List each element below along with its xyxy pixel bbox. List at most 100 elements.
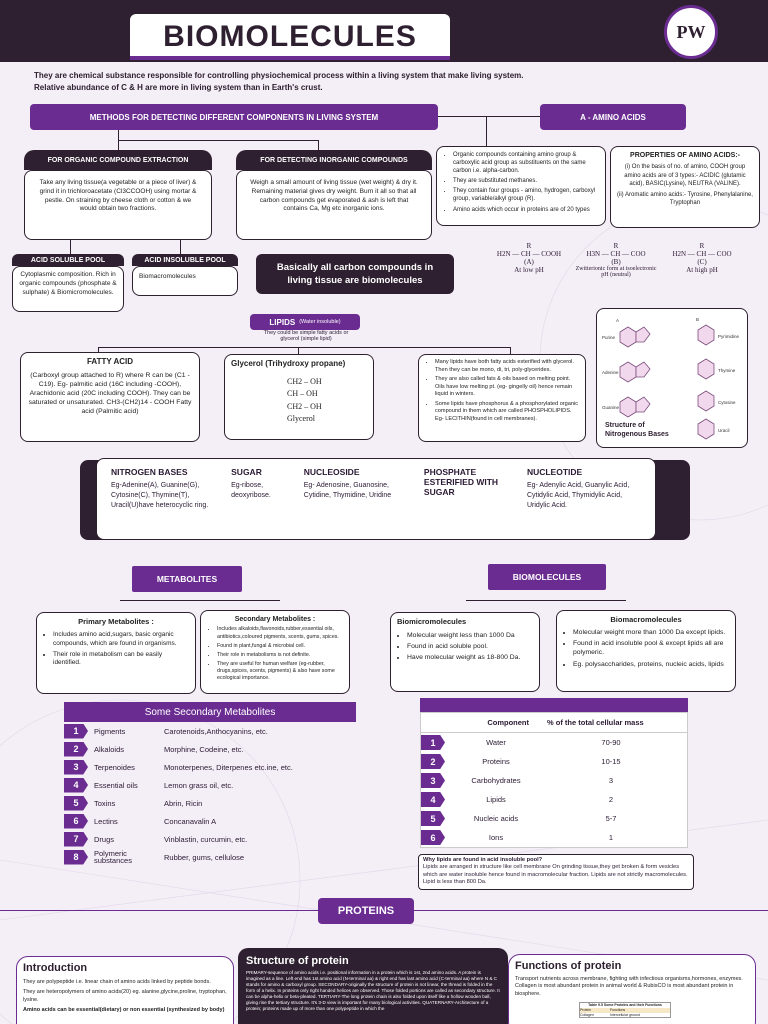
row-name: Proteins [482,757,510,766]
amino-properties-1: (i) On the basis of no. of amino, COOH g… [624,164,746,187]
list-item: They are also called fats & oils based o… [435,376,579,399]
row-number: 7 [64,831,88,847]
structure-r-group: R [526,242,532,250]
structure-of-protein-text: PRIMARY-sequence of amino acids i.e. pos… [246,970,500,1012]
connector-line [438,116,540,117]
functions-mini-table: Table 9.5 Some Proteins and their Functi… [579,1002,671,1019]
list-item: They contain four groups - amino, hydrog… [453,187,599,203]
row-number: 4 [64,777,88,793]
list-item: Eg. polysaccharides, proteins, nucleic a… [573,660,729,669]
functions-of-protein-card: Functions of protein Transport nutrients… [508,954,756,1024]
row-name: Alkaloids [94,744,125,754]
structure-of-protein-card: Structure of protein PRIMARY-sequence of… [238,948,508,1024]
list-item: Found in acid soluble pool. [407,642,533,651]
functions-table-title: Table 9.5 Some Proteins and their Functi… [588,1003,662,1008]
lipid-points-card: Many lipids have both fatty acids esteri… [418,354,586,442]
connector-line [98,347,510,348]
nitro-label: Guanine [602,405,620,410]
row-example: Concanavalin A [164,816,217,826]
intro-line: They are polypeptide i.e. linear chain o… [23,978,211,985]
list-item: Amino acids which occur in proteins are … [453,206,599,214]
intro-line: Amino acids can be essential(dietary) or… [23,1007,225,1014]
phosphate-col: PHOSPHATE ESTERIFIED WITH SUGAR [424,467,519,531]
row-example: Rubber, gums, cellulose [164,852,245,862]
row-name: Water [486,738,506,747]
nitrogen-bases-col: NITROGEN BASES Eg-Adenine(A), Guanine(G)… [111,467,223,531]
row-name: Pigments [94,726,126,736]
glycerol-line: CH2 – OH [287,401,322,411]
biomacromolecules-card: Biomacromolecules Molecular weight more … [556,610,736,692]
connector-line [180,240,181,254]
amino-structure-c: R H2N — CH — COO (C) At high pH [662,242,742,274]
structure-r-group: R [613,242,619,250]
list-item: They are useful for human welfare (eg-ru… [217,661,343,682]
connector-line [510,347,511,356]
amino-structure-b: R H3N — CH — COO (B) Zwitterionic form a… [572,242,660,278]
acid-soluble-card: Cytoplasmic composition. Rich in organic… [12,266,124,312]
biomicromolecules-card: Biomicromolecules Molecular weight less … [390,612,540,692]
row-value: 5-7 [605,814,617,823]
nitro-label: Cytosine [718,400,736,405]
intro-text: They are chemical substance responsible … [34,71,524,92]
lipid-note-title: Why lipids are found in acid insoluble p… [423,857,543,863]
lipids-title: LIPIDS [269,317,296,327]
biomacromolecules-title: Biomacromolecules [610,615,682,624]
fatty-acid-card: FATTY ACID (Carboxyl group attached to R… [20,352,200,442]
row-example: Vinblastin, curcumin, etc. [164,834,248,844]
inorganic-text: Weigh a small amount of living tissue (w… [250,179,418,213]
row-number: 6 [421,830,445,845]
list-item: Molecular weight more than 1000 Da excep… [573,628,729,637]
list-item: Molecular weight less than 1000 Da [407,631,533,640]
organic-extraction-card: Take any living tissue(a vegetable or a … [24,170,212,240]
proteins-header: PROTEINS [318,898,414,924]
structure-formula: H2N — CH — COOH [496,250,562,258]
nitrogen-bases-text: Eg-Adenine(A), Guanine(G), Cytosine(C), … [111,482,209,510]
structure-r-group: R [699,242,705,250]
nucleoside-title: NUCLEOSIDE [303,467,360,477]
primary-metabolites-title: Primary Metabolites : [78,617,154,626]
row-number: 3 [421,773,445,788]
connector-line [486,116,487,146]
inorganic-tab: FOR DETECTING INORGANIC COMPOUNDS [236,150,432,170]
carbon-compounds-box: Basically all carbon compounds in living… [256,254,454,294]
lipids-description: They could be simple fatty acids or glyc… [263,330,349,342]
row-example: Carotenoids,Anthocyanins, etc. [164,726,268,736]
row-value: 3 [608,776,614,785]
nucleotide-col: NUCLEOTIDE Eg- Adenylic Acid, Guanylic A… [527,467,641,531]
row-number: 6 [64,813,88,829]
row-number: 5 [64,795,88,811]
structure-label: (C) [697,258,707,266]
row-name: Essential oils [94,780,138,790]
functions-of-protein-text: Transport nutrients across membrane, fig… [515,975,743,997]
row-name: Ions [488,833,504,842]
fatty-acid-text: (Carboxyl group attached to R) where R c… [28,371,192,416]
glycerol-caption: Glycerol [287,413,315,423]
row-name: Terpenoides [94,762,135,772]
functions-of-protein-title: Functions of protein [515,960,622,972]
secondary-table-title: Some Secondary Metabolites [144,706,276,718]
functions-table-col: Protein [580,1007,592,1012]
logo-text: PW [676,21,706,42]
connector-line [118,140,318,141]
metabolites-header: METABOLITES [132,566,242,592]
nucleoside-col: NUCLEOSIDE Eg- Adenosine, Guanosine, Cyt… [304,467,416,531]
row-example: Lemon grass oil, etc. [164,780,234,790]
connector-line [318,140,319,150]
connector-line [466,600,626,601]
structure-of-protein-title: Structure of protein [246,955,349,967]
amino-acids-header: A - AMINO ACIDS [540,104,686,130]
row-number: 8 [64,849,88,865]
nucleoside-text: Eg- Adenosine, Guanosine, Cytidine, Thym… [303,482,392,500]
structure-label: (A) [524,258,534,266]
row-number: 1 [421,735,445,750]
amino-properties-2: (ii) Aromatic amino acids:- Tyrosine, Ph… [617,191,753,206]
structure-condition: At low pH [514,266,544,274]
connector-line [98,347,99,356]
page-title: BIOMOLECULES [163,20,417,53]
